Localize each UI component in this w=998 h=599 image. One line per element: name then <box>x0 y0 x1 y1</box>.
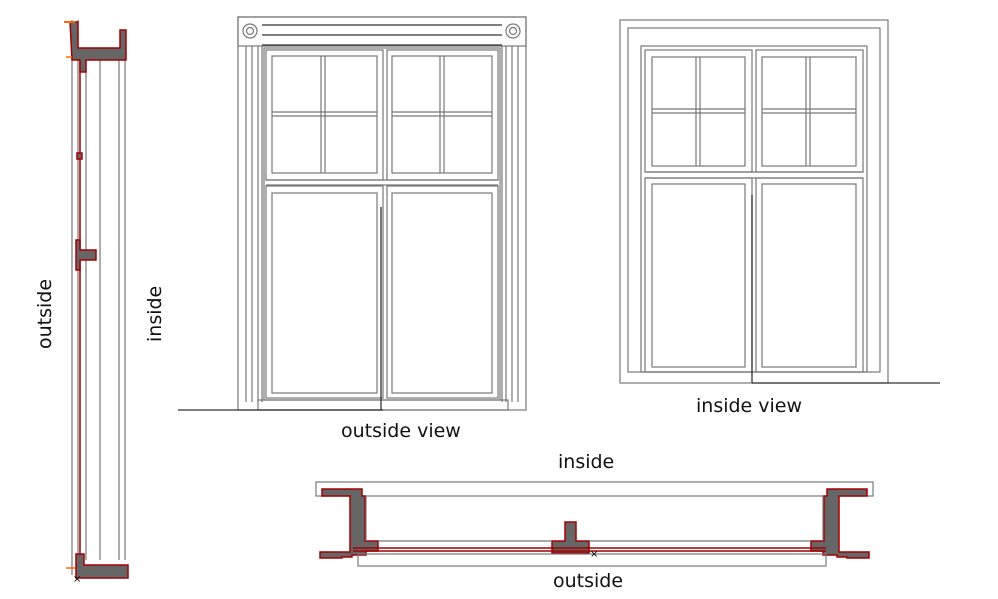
rosette-icon <box>242 23 258 39</box>
plan-outside-label: outside <box>553 570 624 592</box>
inside-view-label: inside view <box>696 395 803 417</box>
section-inside-label: inside <box>144 285 166 342</box>
plan-section: × <box>315 481 874 567</box>
vertical-section: × <box>64 20 129 585</box>
plan-inside-label: inside <box>558 451 615 473</box>
rosette-icon <box>505 23 521 39</box>
section-outside-label: outside <box>34 278 56 350</box>
outside-view-label: outside view <box>341 420 461 442</box>
outside-view-elevation <box>178 16 527 411</box>
svg-text:×: × <box>73 574 81 585</box>
svg-text:×: × <box>590 549 598 560</box>
inside-view-elevation <box>619 19 940 384</box>
